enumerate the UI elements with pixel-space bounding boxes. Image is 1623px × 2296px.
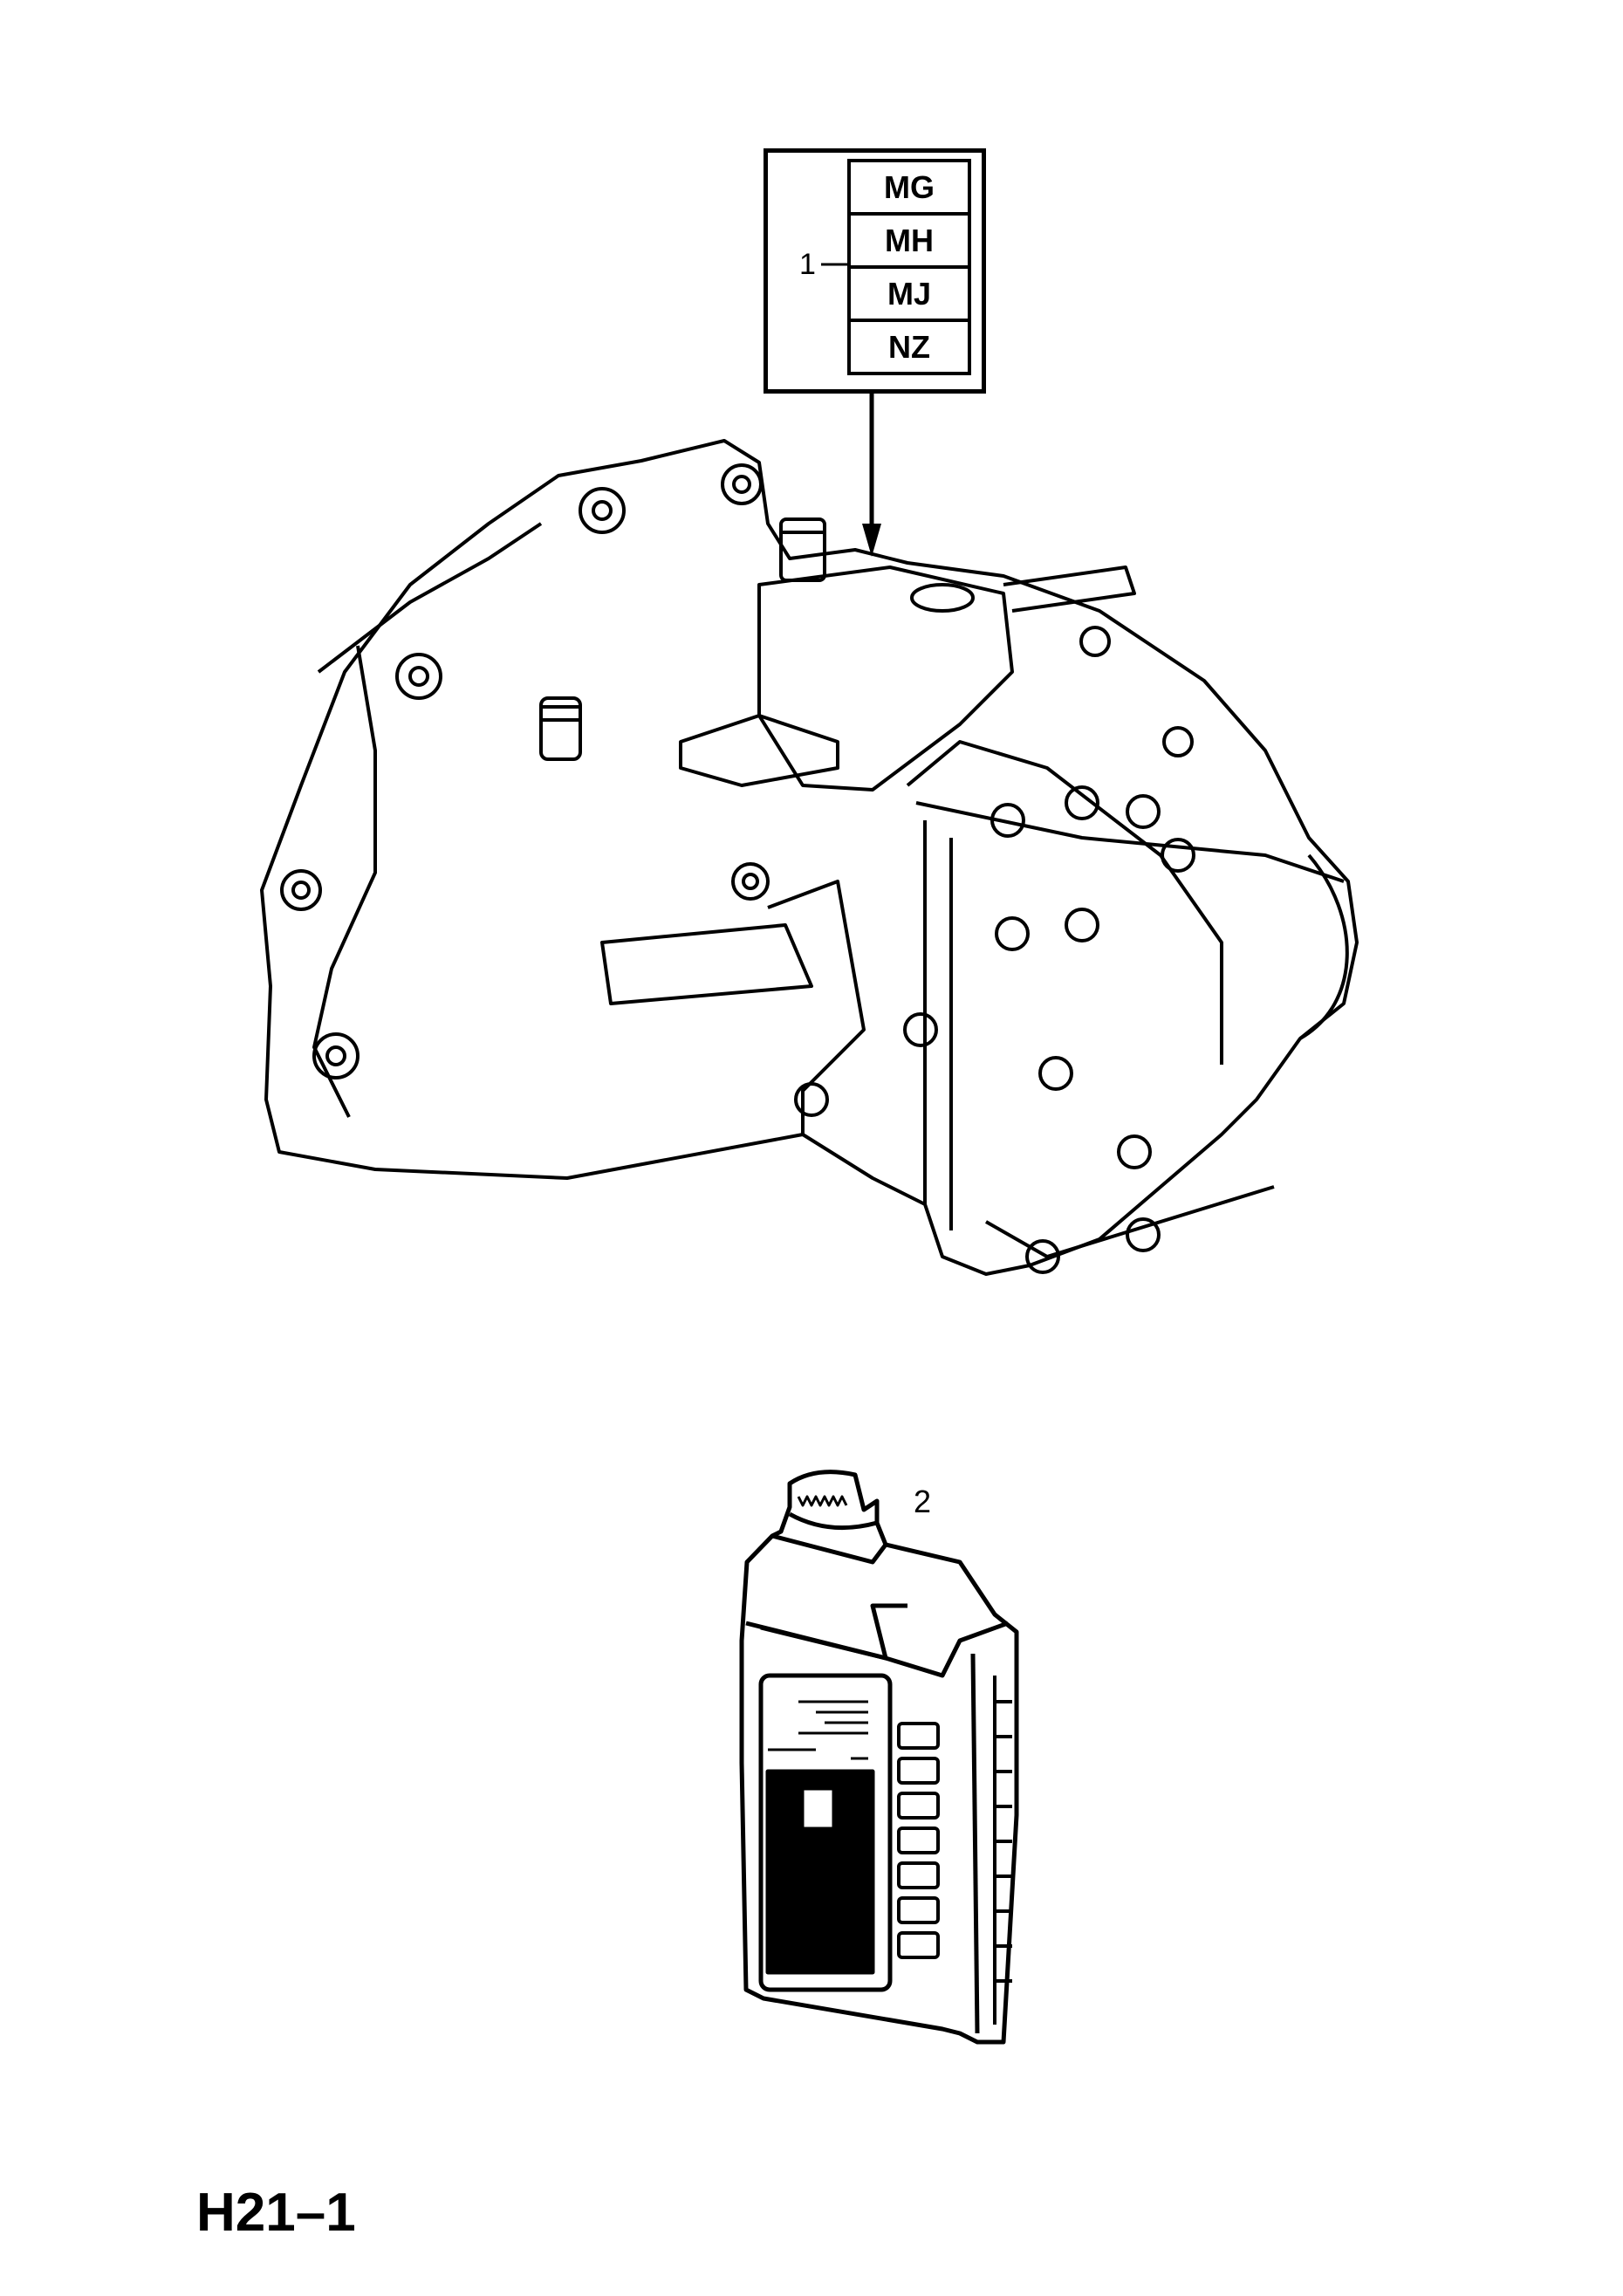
variant-code: MG [851,162,968,216]
variant-code: MJ [851,269,968,322]
variant-code: MH [851,216,968,269]
callout-arrow [862,389,881,557]
callout-1-label: 1 [799,248,816,281]
transmission-drawing [260,439,1359,1276]
callout-2-label: 2 [914,1484,932,1519]
oil-bottle-drawing [739,1470,1019,2045]
variant-box [764,148,986,394]
variant-code: NZ [888,328,930,365]
variant-code-table: MG MH MJ NZ [847,159,971,375]
page-code: H21–1 [196,2183,356,2243]
